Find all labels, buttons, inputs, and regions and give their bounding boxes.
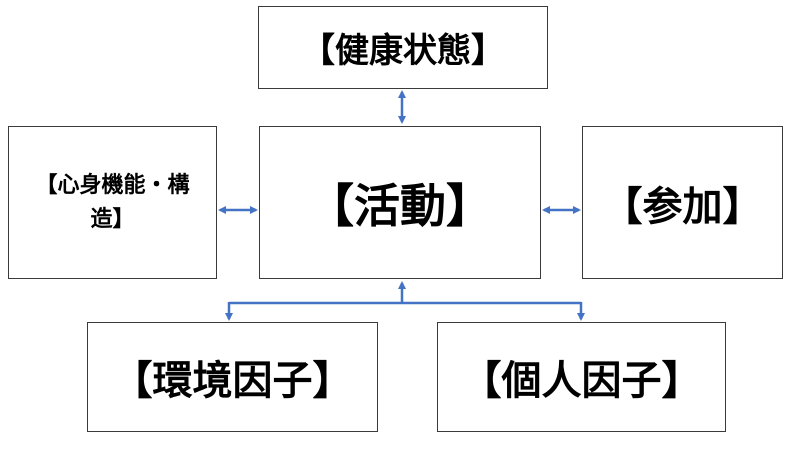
personal-factors-box: 【個人因子】 [437, 322, 726, 432]
body-functions-box: 【心身機能・構造】 [8, 126, 217, 279]
environmental-factors-box: 【環境因子】 [87, 322, 378, 432]
personal-factors-label: 【個人因子】 [461, 358, 702, 404]
participation-label: 【参加】 [602, 183, 763, 230]
health-condition-box: 【健康状態】 [258, 6, 548, 89]
environmental-factors-label: 【環境因子】 [112, 358, 353, 404]
participation-box: 【参加】 [582, 126, 783, 279]
body-functions-label: 【心身機能・構造】 [35, 172, 190, 232]
activity-label: 【活動】 [308, 178, 492, 233]
health-condition-label: 【健康状態】 [301, 31, 505, 71]
activity-box: 【活動】 [259, 126, 541, 279]
